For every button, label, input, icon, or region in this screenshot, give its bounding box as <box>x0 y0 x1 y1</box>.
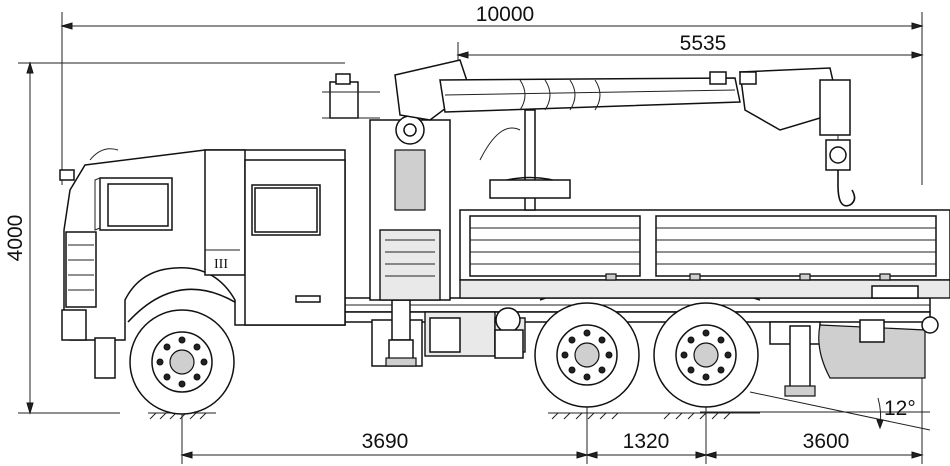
dimension-crane-reach: 5535 <box>456 32 924 62</box>
rear-outrigger <box>784 316 939 397</box>
rear-overhang-label: 3600 <box>803 430 850 453</box>
auger-drill <box>479 109 571 211</box>
front-wheel <box>129 309 235 415</box>
side-tank <box>494 307 524 359</box>
crane-reach-label: 5535 <box>680 32 727 55</box>
departure-angle: 12° <box>700 391 931 431</box>
bogie-wheel-front <box>534 302 640 408</box>
departure-angle-label: 12° <box>884 397 916 420</box>
cab-badge: III <box>214 257 228 272</box>
front-outrigger <box>385 299 417 367</box>
front-axle-to-bogie-label: 3690 <box>362 430 409 453</box>
crane-boom <box>394 59 851 136</box>
flatbed <box>459 209 950 299</box>
bogie-wheel-rear <box>653 302 759 408</box>
overall-length-label: 10000 <box>476 3 534 26</box>
operator-seat <box>322 73 380 119</box>
dimension-overall-length: 10000 <box>60 3 924 185</box>
crane-column <box>369 115 451 301</box>
bogie-spacing-label: 1320 <box>623 430 670 453</box>
cab: III <box>59 148 346 379</box>
dimension-overall-height: 4000 <box>4 61 345 415</box>
dimension-wheelbase-row: 3690 1320 3600 <box>180 340 924 464</box>
ground-hatching <box>148 412 760 420</box>
crane-hook <box>825 135 856 207</box>
overall-height-label: 4000 <box>4 215 27 262</box>
